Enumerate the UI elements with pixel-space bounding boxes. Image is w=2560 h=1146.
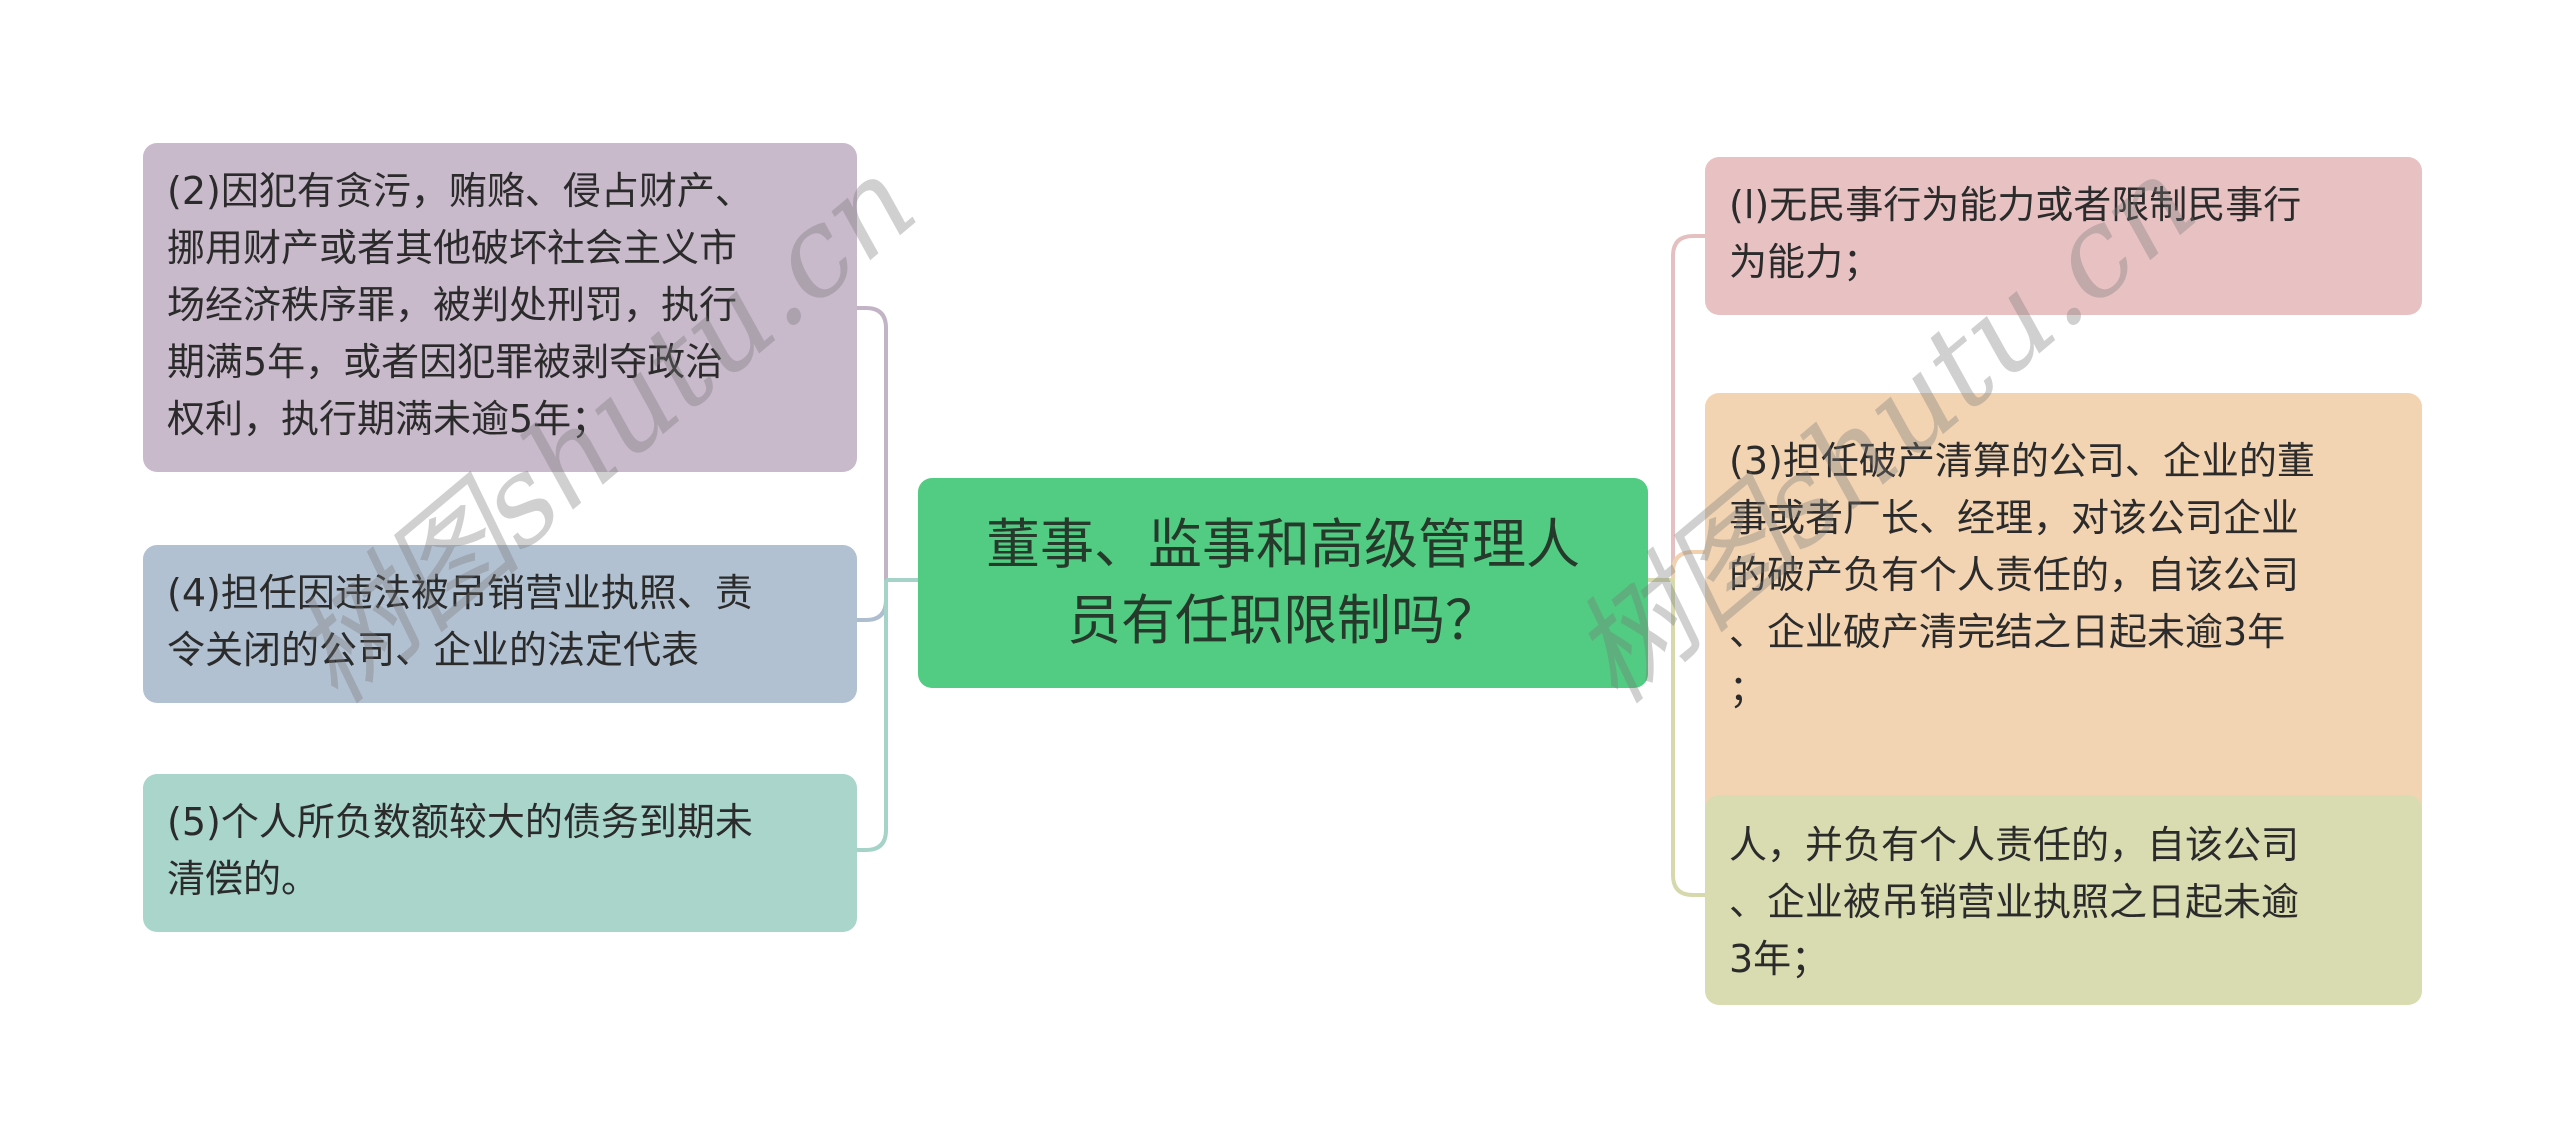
topic-node-4[interactable]: (4)担任因违法被吊销营业执照、责 令关闭的公司、企业的法定代表 xyxy=(143,545,857,703)
connector-node-5 xyxy=(857,580,888,852)
topic-node-3[interactable]: (3)担任破产清算的公司、企业的董 事或者厂长、经理，对该公司企业 的破产负有个… xyxy=(1705,393,2422,868)
topic-node-3-text: (3)担任破产清算的公司、企业的董 事或者厂长、经理，对该公司企业 的破产负有个… xyxy=(1729,439,2315,711)
topic-node-6-text: 人，并负有个人责任的，自该公司 、企业被吊销营业执照之日起未逾 3年； xyxy=(1729,823,2300,981)
connector-node-1 xyxy=(1671,234,1705,580)
root-topic-node[interactable]: 董事、监事和高级管理人 员有任职限制吗？ xyxy=(918,478,1648,688)
topic-node-1-text: (l)无民事行为能力或者限制民事行 为能力； xyxy=(1729,183,2302,284)
root-topic-text: 董事、监事和高级管理人 员有任职限制吗？ xyxy=(986,513,1580,652)
connector-node-6 xyxy=(1671,580,1705,897)
topic-node-2[interactable]: (2)因犯有贪污，贿赂、侵占财产、 挪用财产或者其他破坏社会主义市 场经济秩序罪… xyxy=(143,143,857,472)
topic-node-5-text: (5)个人所负数额较大的债务到期未 清偿的。 xyxy=(167,800,753,901)
topic-node-6[interactable]: 人，并负有个人责任的，自该公司 、企业被吊销营业执照之日起未逾 3年； xyxy=(1705,795,2422,1005)
topic-node-1[interactable]: (l)无民事行为能力或者限制民事行 为能力； xyxy=(1705,157,2422,315)
topic-node-2-text: (2)因犯有贪污，贿赂、侵占财产、 挪用财产或者其他破坏社会主义市 场经济秩序罪… xyxy=(167,169,753,441)
connector-node-4 xyxy=(857,580,888,622)
topic-node-4-text: (4)担任因违法被吊销营业执照、责 令关闭的公司、企业的法定代表 xyxy=(167,571,753,672)
connector-node-2 xyxy=(857,306,888,580)
topic-node-5[interactable]: (5)个人所负数额较大的债务到期未 清偿的。 xyxy=(143,774,857,932)
connector-node-3 xyxy=(1671,550,1705,580)
